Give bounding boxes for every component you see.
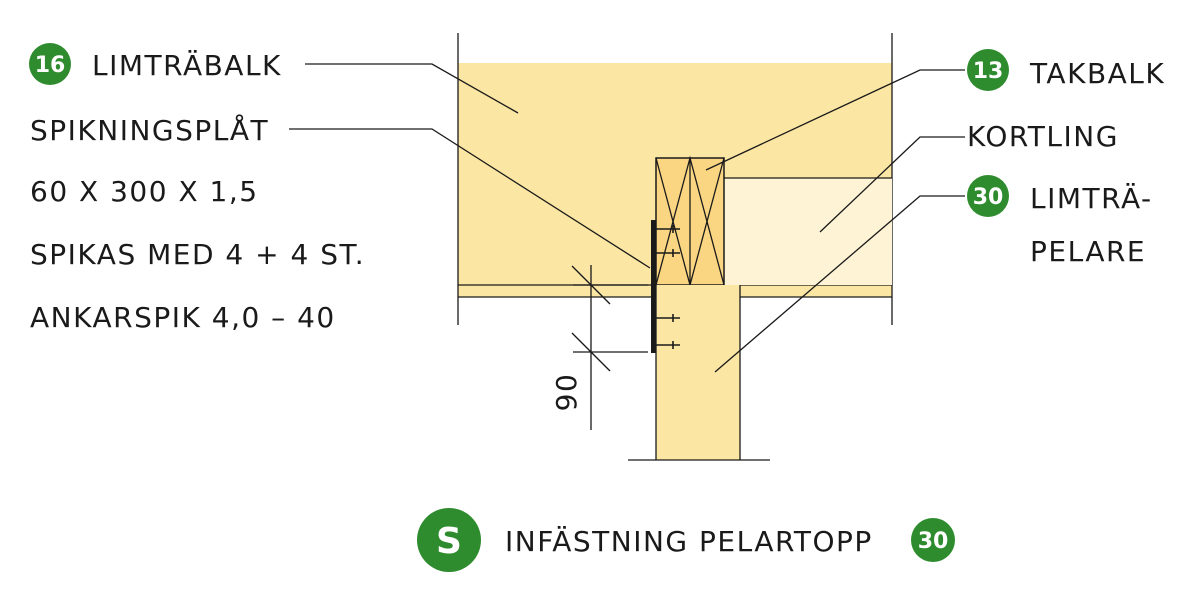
svg-text:16: 16 bbox=[35, 53, 66, 78]
label-limtrapelare-line2: PELARE bbox=[1030, 235, 1146, 268]
badge-16: 16 bbox=[29, 43, 71, 85]
label-plate-size: 60 X 300 X 1,5 bbox=[30, 175, 259, 208]
label-nail-type: ANKARSPIK 4,0 – 40 bbox=[30, 301, 336, 334]
nailing-plate bbox=[651, 220, 656, 353]
anchor-nails bbox=[651, 225, 680, 349]
svg-text:13: 13 bbox=[973, 59, 1004, 84]
label-kortling: KORTLING bbox=[967, 120, 1119, 153]
footer-title: INFÄSTNING PELARTOPP bbox=[505, 525, 873, 558]
svg-text:S: S bbox=[436, 521, 462, 562]
svg-text:30: 30 bbox=[973, 185, 1004, 210]
dimension-90 bbox=[571, 265, 648, 430]
footer-badge-30: 30 bbox=[911, 518, 955, 562]
badge-30: 30 bbox=[967, 175, 1009, 217]
leader-lines bbox=[289, 63, 965, 373]
label-takbalk: TAKBALK bbox=[1029, 57, 1165, 90]
glulam-column bbox=[656, 285, 740, 460]
kortling bbox=[724, 178, 892, 285]
label-nailing: SPIKAS MED 4 + 4 ST. bbox=[30, 238, 365, 271]
label-limtrapelare-line1: LIMTRÄ- bbox=[1030, 182, 1153, 215]
dimension-value: 90 bbox=[550, 373, 583, 412]
label-spikningsplat: SPIKNINGSPLÅT bbox=[30, 113, 269, 147]
label-limtrabalk: LIMTRÄBALK bbox=[92, 49, 282, 82]
badge-13: 13 bbox=[967, 49, 1009, 91]
footer-badge-s: S bbox=[417, 508, 481, 572]
svg-text:30: 30 bbox=[918, 529, 949, 554]
